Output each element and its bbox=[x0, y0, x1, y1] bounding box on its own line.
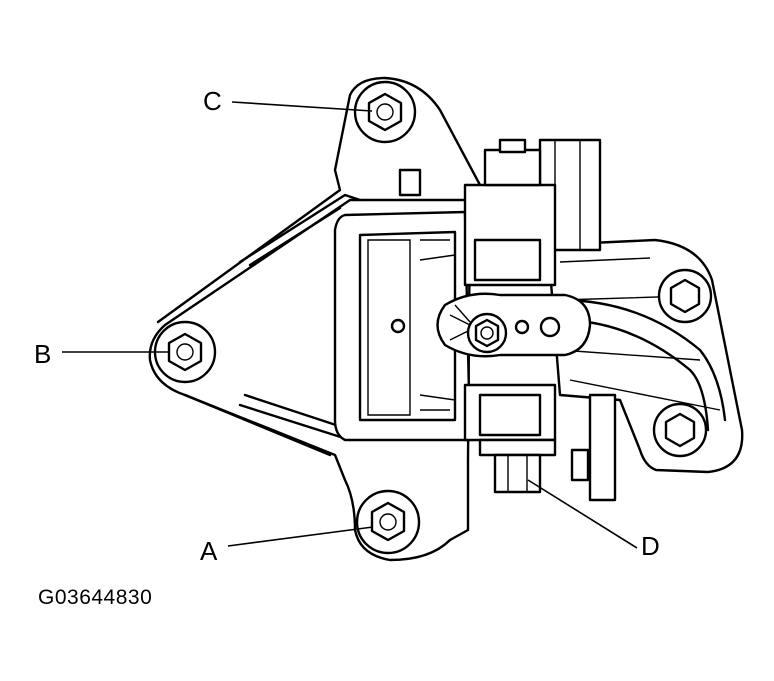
callout-label-d: D bbox=[641, 531, 660, 561]
center-cradle bbox=[333, 210, 472, 442]
rear-mount-plate bbox=[546, 238, 744, 474]
figure-id-label: G03644830 bbox=[38, 586, 153, 609]
callout-label-a: A bbox=[200, 536, 218, 566]
bolt-a bbox=[355, 489, 421, 555]
bolt-b bbox=[153, 320, 217, 384]
clamp-blocks bbox=[398, 138, 557, 457]
rear-bolt-upper bbox=[657, 268, 713, 324]
callout-label-c: C bbox=[203, 86, 222, 116]
leader-d bbox=[527, 479, 638, 549]
callout-leaders bbox=[62, 101, 638, 549]
bolt-c bbox=[353, 80, 417, 144]
center-bolt bbox=[466, 312, 508, 354]
callout-label-b: B bbox=[34, 339, 52, 369]
leader-c bbox=[231, 101, 373, 112]
bolt-d bbox=[493, 453, 542, 494]
link-arm bbox=[436, 292, 592, 358]
rear-bolt-lower bbox=[652, 402, 708, 458]
leader-a bbox=[227, 526, 374, 547]
